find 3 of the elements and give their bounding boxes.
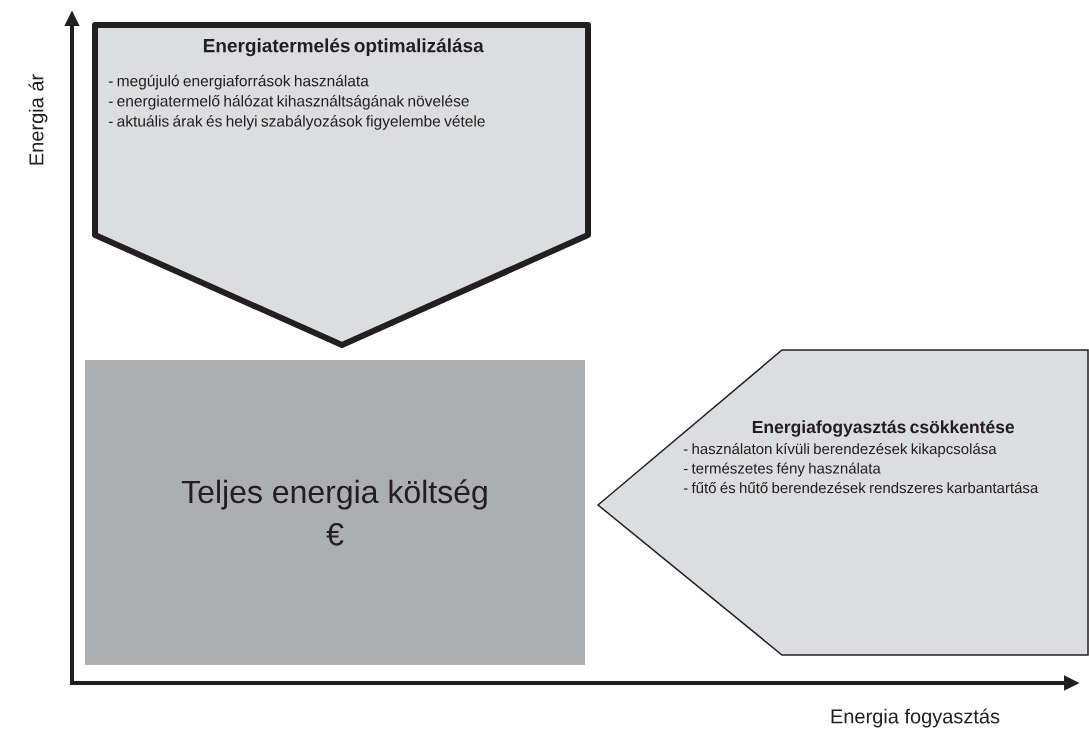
axis-label: Energia ár — [28, 74, 48, 165]
axis-label: Energia fogyasztás — [831, 708, 1000, 728]
cost-box: Teljes energia költség € — [85, 360, 585, 665]
